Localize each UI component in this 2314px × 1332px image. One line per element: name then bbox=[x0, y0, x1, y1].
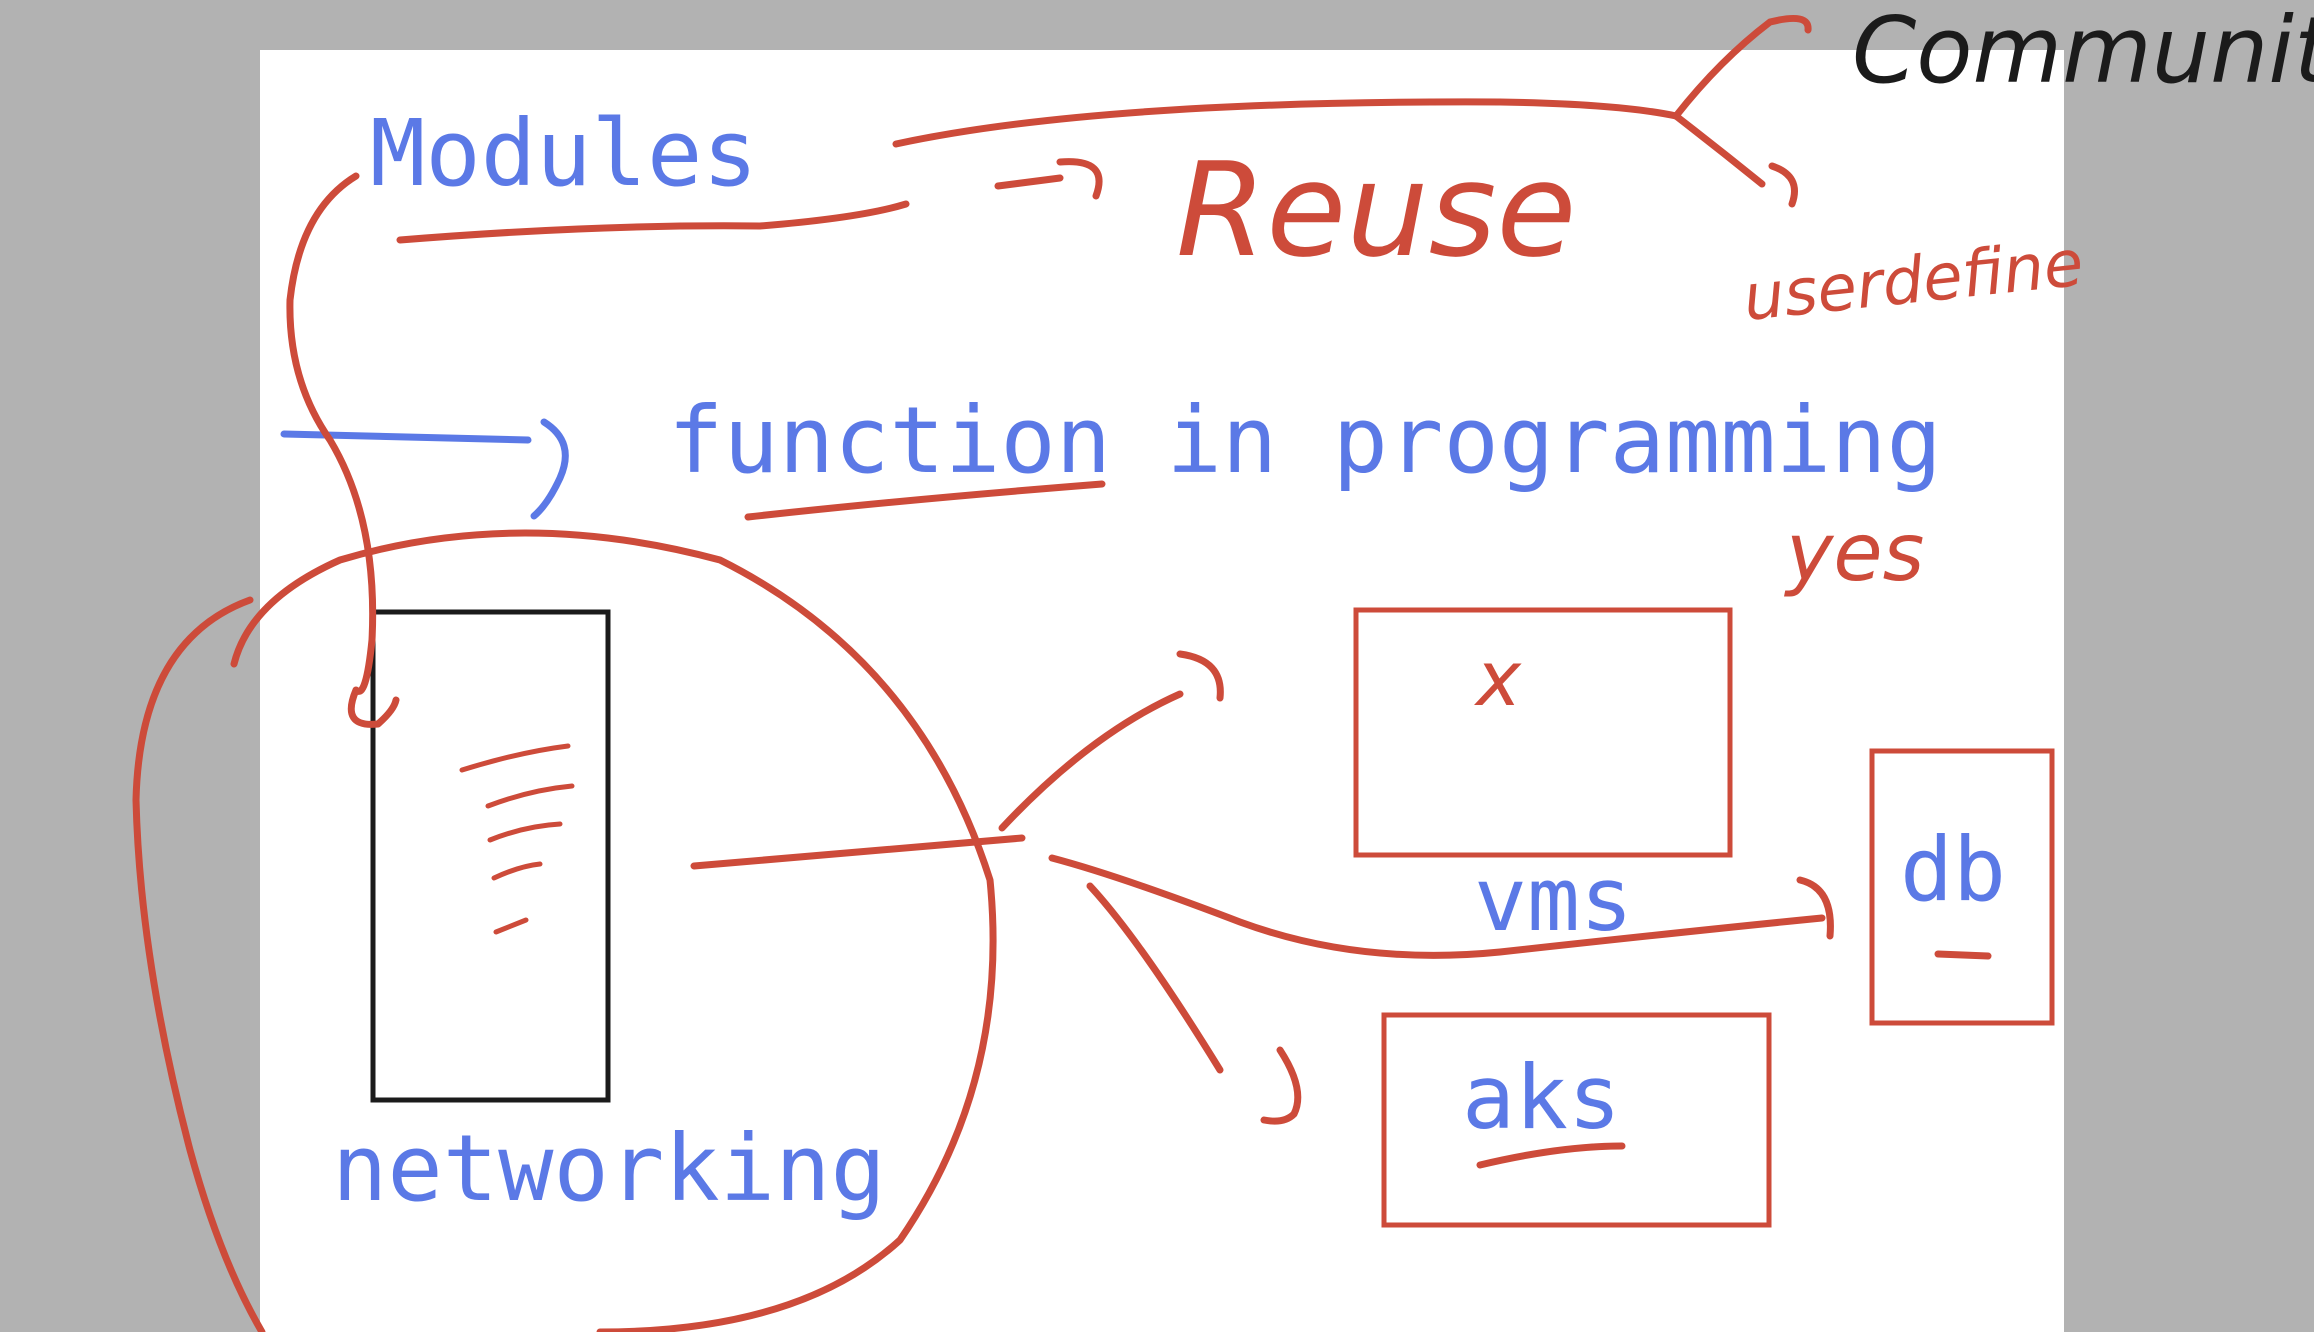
aks-label: aks bbox=[1462, 1046, 1621, 1149]
modules-to-fork-stroke bbox=[892, 98, 1680, 148]
x-mark-handwriting: x bbox=[1474, 634, 1522, 723]
box-scribble-3 bbox=[487, 821, 563, 843]
hub-to-db-curve bbox=[1048, 854, 1834, 959]
modules-underline bbox=[396, 200, 910, 244]
box-scribble-2 bbox=[485, 783, 575, 809]
db-underline bbox=[1934, 950, 1992, 960]
networking-to-hub-line bbox=[690, 834, 1026, 870]
userdefine-handwriting: userdefine bbox=[1740, 227, 2087, 336]
modules-to-networking-curve bbox=[286, 172, 400, 728]
networking-box bbox=[370, 609, 611, 1103]
networking-label: networking bbox=[332, 1115, 886, 1222]
db-box bbox=[1869, 748, 2055, 1026]
reuse-arrow bbox=[994, 158, 1103, 200]
vms-box bbox=[1353, 607, 1733, 858]
fork-to-userdefine-arrow bbox=[1672, 112, 1798, 208]
fork-to-community-arrow bbox=[1672, 14, 1812, 120]
box-scribble-5 bbox=[493, 917, 529, 935]
community-handwriting: Community bbox=[1852, 0, 2314, 104]
reuse-handwriting: Reuse bbox=[1176, 134, 1576, 286]
aks-box bbox=[1381, 1012, 1772, 1228]
function-underline bbox=[744, 480, 1106, 521]
hub-to-aks-arrow bbox=[1086, 882, 1302, 1125]
box-scribble-4 bbox=[491, 861, 543, 881]
blue-dash-stroke bbox=[280, 430, 532, 444]
hub-to-vms-arrow bbox=[998, 650, 1224, 832]
networking-circle bbox=[132, 529, 997, 1332]
yes-handwriting: yes bbox=[1784, 506, 1924, 599]
whiteboard-canvas[interactable] bbox=[260, 50, 2064, 1332]
modules-label: Modules bbox=[370, 100, 758, 207]
db-label: db bbox=[1900, 818, 2006, 921]
aks-underline bbox=[1476, 1142, 1626, 1169]
blue-bracket-stroke bbox=[530, 418, 569, 520]
vms-label: vms bbox=[1474, 848, 1633, 951]
box-scribble-1 bbox=[459, 743, 571, 773]
function-in-programming-label: function in programming bbox=[668, 387, 1942, 494]
